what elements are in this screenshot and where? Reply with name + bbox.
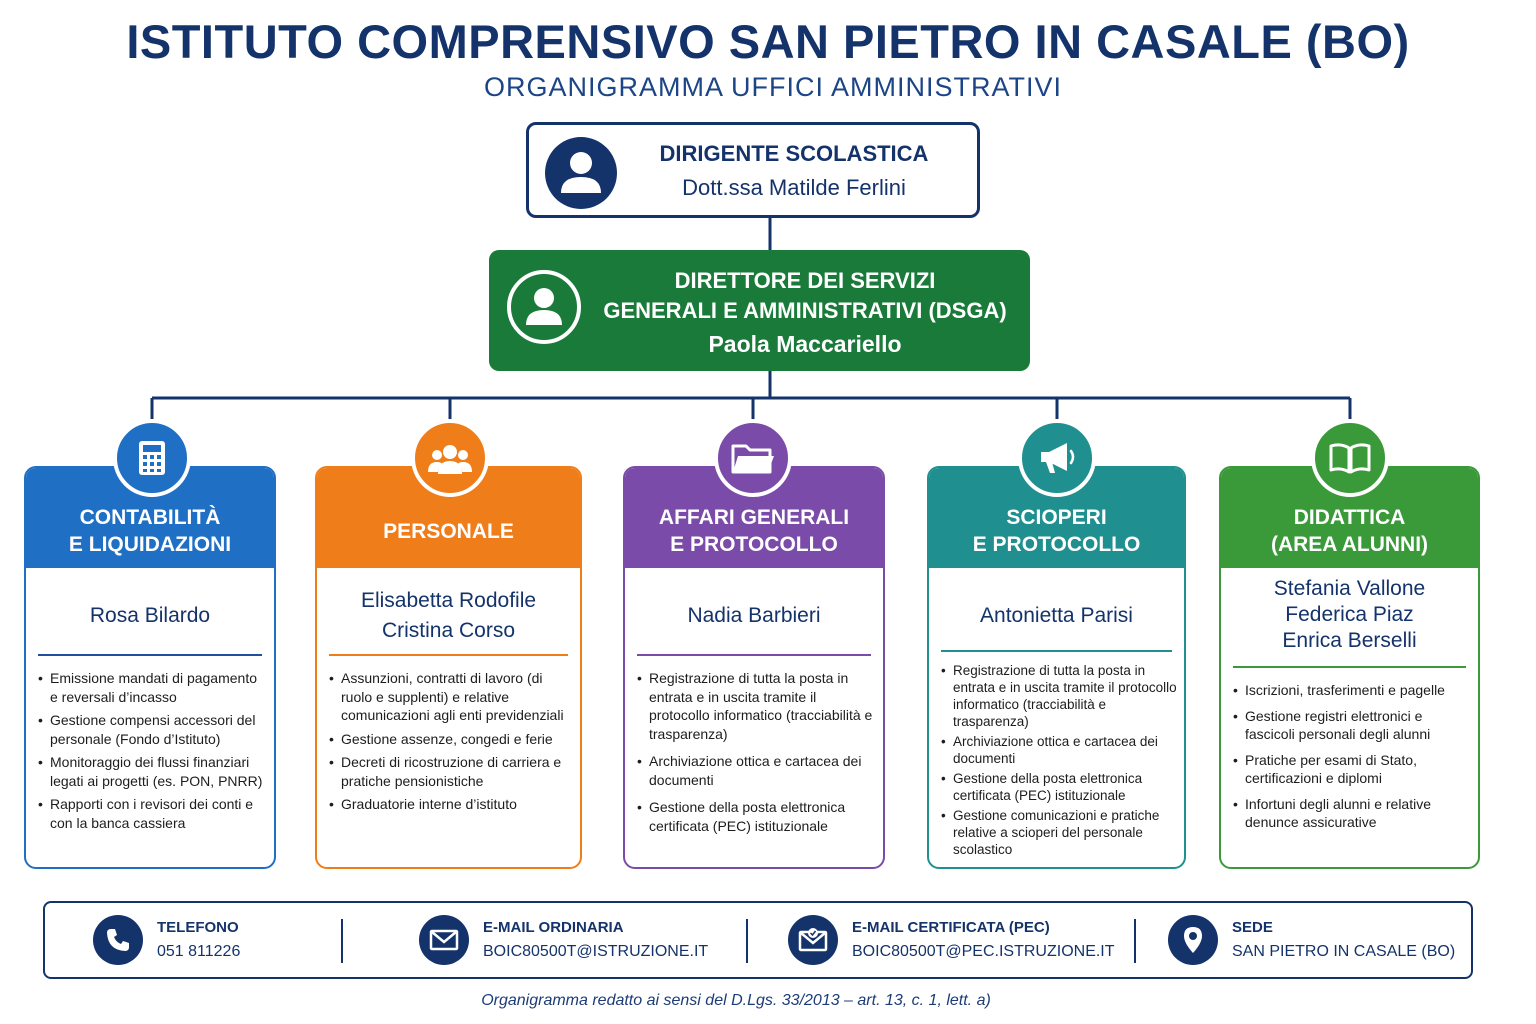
- contact-label: E-MAIL CERTIFICATA (PEC): [852, 919, 1050, 936]
- task-item: Infortuni degli alunni e relative denunc…: [1231, 795, 1472, 832]
- staff-name: Rosa Bilardo: [89, 604, 211, 627]
- office-card-scioperi: SCIOPERI E PROTOCOLLO Antonietta Parisi R…: [927, 466, 1186, 869]
- divider: [941, 650, 1172, 652]
- staff-name: Elisabetta Rodofile: [360, 589, 537, 612]
- divider: [1233, 666, 1466, 668]
- office-title: (AREA ALUNNI): [1270, 533, 1429, 556]
- task-item: Gestione registri elettronici e fascicol…: [1231, 707, 1472, 744]
- contact-value: SAN PIETRO IN CASALE (BO): [1232, 943, 1456, 960]
- office-staff: Rosa Bilardo: [26, 576, 274, 656]
- office-staff: Stefania Vallone Federica Piaz Enrica Be…: [1221, 572, 1478, 658]
- office-staff: Antonietta Parisi: [929, 576, 1184, 656]
- divider: [1134, 919, 1136, 963]
- group-icon: [411, 419, 489, 497]
- legal-footnote: Organigramma redatto ai sensi del D.Lgs.…: [481, 992, 991, 1009]
- task-item: Gestione compensi accessori del personal…: [36, 711, 268, 748]
- user-icon: [545, 137, 617, 209]
- location-pin-icon: [1168, 915, 1218, 965]
- divider: [637, 654, 871, 656]
- office-title: E LIQUIDAZIONI: [68, 533, 232, 556]
- task-list: Registrazione di tutta la posta in entra…: [939, 662, 1178, 863]
- staff-name: Cristina Corso: [381, 619, 516, 642]
- office-title: E PROTOCOLLO: [972, 533, 1141, 556]
- task-item: Registrazione di tutta la posta in entra…: [939, 662, 1178, 730]
- staff-name: Nadia Barbieri: [687, 604, 821, 627]
- user-icon: [507, 270, 581, 344]
- office-card-contabilita: CONTABILITÀ E LIQUIDAZIONI Rosa Bilardo E…: [24, 466, 276, 869]
- task-item: Rapporti con i revisori dei conti e con …: [36, 795, 268, 832]
- task-item: Decreti di ricostruzione di carriera e p…: [327, 753, 574, 790]
- dsga-role-line2: GENERALI E AMMINISTRATIVI (DSGA): [603, 298, 1007, 323]
- dsga-box: DIRETTORE DEI SERVIZI GENERALI E AMMINIS…: [489, 250, 1030, 371]
- contact-label: E-MAIL ORDINARIA: [483, 919, 624, 936]
- dsga-role-line1: DIRETTORE DEI SERVIZI: [674, 268, 936, 293]
- task-item: Registrazione di tutta la posta in entra…: [635, 669, 877, 743]
- task-item: Archiviazione ottica e cartacea dei docu…: [939, 733, 1178, 767]
- megaphone-icon: [1018, 419, 1096, 497]
- divider: [38, 654, 262, 656]
- staff-name: Federica Piaz: [1285, 603, 1414, 626]
- office-card-personale: PERSONALE Elisabetta Rodofile Cristina C…: [315, 466, 582, 869]
- office-title: AFFARI GENERALI: [658, 506, 850, 529]
- task-list: Iscrizioni, trasferimenti e pagelle Gest…: [1231, 681, 1472, 837]
- office-staff: Elisabetta Rodofile Cristina Corso: [317, 576, 580, 656]
- staff-name: Antonietta Parisi: [980, 604, 1133, 627]
- divider: [329, 654, 568, 656]
- task-item: Assunzioni, contratti di lavoro (di ruol…: [327, 669, 574, 725]
- mail-icon: [419, 915, 469, 965]
- office-header: CONTABILITÀ E LIQUIDAZIONI: [26, 468, 274, 568]
- office-staff: Nadia Barbieri: [625, 576, 883, 656]
- office-card-didattica: DIDATTICA (AREA ALUNNI) Stefania Vallone …: [1219, 466, 1480, 869]
- task-list: Emissione mandati di pagamento e reversa…: [36, 669, 268, 837]
- task-list: Assunzioni, contratti di lavoro (di ruol…: [327, 669, 574, 819]
- task-item: Gestione assenze, congedi e ferie: [327, 730, 574, 749]
- contact-value: BOIC80500T@ISTRUZIONE.IT: [483, 943, 709, 960]
- page-subtitle: ORGANIGRAMMA UFFICI AMMINISTRATIVI: [483, 72, 1063, 102]
- contact-label: TELEFONO: [157, 919, 239, 936]
- divider: [746, 919, 748, 963]
- contact-value: 051 811226: [157, 943, 241, 960]
- office-header: AFFARI GENERALI E PROTOCOLLO: [625, 468, 883, 568]
- dsga-name: Paola Maccariello: [708, 331, 902, 357]
- office-title: SCIOPERI: [1006, 506, 1107, 529]
- staff-name: Stefania Vallone: [1273, 577, 1426, 600]
- office-title: PERSONALE: [383, 519, 514, 543]
- task-item: Emissione mandati di pagamento e reversa…: [36, 669, 268, 706]
- contacts-bar: TELEFONO 051 811226 E-MAIL ORDINARIA BOI…: [43, 901, 1473, 979]
- task-item: Iscrizioni, trasferimenti e pagelle: [1231, 681, 1472, 700]
- folder-icon: [714, 419, 792, 497]
- dirigente-role: DIRIGENTE SCOLASTICA: [659, 141, 929, 166]
- divider: [341, 919, 343, 963]
- office-header: SCIOPERI E PROTOCOLLO: [929, 468, 1184, 568]
- book-icon: [1311, 419, 1389, 497]
- office-card-affari-generali: AFFARI GENERALI E PROTOCOLLO Nadia Barbie…: [623, 466, 885, 869]
- contact-value: BOIC80500T@PEC.ISTRUZIONE.IT: [852, 943, 1115, 960]
- task-item: Gestione della posta elettronica certifi…: [939, 770, 1178, 804]
- dirigente-name: Dott.ssa Matilde Ferlini: [682, 175, 906, 200]
- task-item: Gestione della posta elettronica certifi…: [635, 798, 877, 835]
- office-title: DIDATTICA: [1293, 506, 1406, 529]
- office-title: CONTABILITÀ: [79, 506, 221, 529]
- task-item: Pratiche per esami di Stato, certificazi…: [1231, 751, 1472, 788]
- contact-label: SEDE: [1232, 919, 1273, 936]
- phone-icon: [93, 915, 143, 965]
- calculator-icon: [113, 419, 191, 497]
- task-item: Gestione comunicazioni e pratiche relati…: [939, 807, 1178, 858]
- certified-mail-icon: [788, 915, 838, 965]
- office-title: E PROTOCOLLO: [670, 533, 838, 556]
- staff-name: Enrica Berselli: [1282, 629, 1417, 652]
- task-item: Monitoraggio dei flussi finanziari legat…: [36, 753, 268, 790]
- office-header: DIDATTICA (AREA ALUNNI): [1221, 468, 1478, 568]
- task-item: Graduatorie interne d’istituto: [327, 795, 574, 814]
- page-title: ISTITUTO COMPRENSIVO SAN PIETRO IN CASAL…: [126, 15, 1410, 68]
- task-item: Archiviazione ottica e cartacea dei docu…: [635, 752, 877, 789]
- task-list: Registrazione di tutta la posta in entra…: [635, 669, 877, 840]
- dirigente-box: DIRIGENTE SCOLASTICA Dott.ssa Matilde Fe…: [526, 122, 980, 218]
